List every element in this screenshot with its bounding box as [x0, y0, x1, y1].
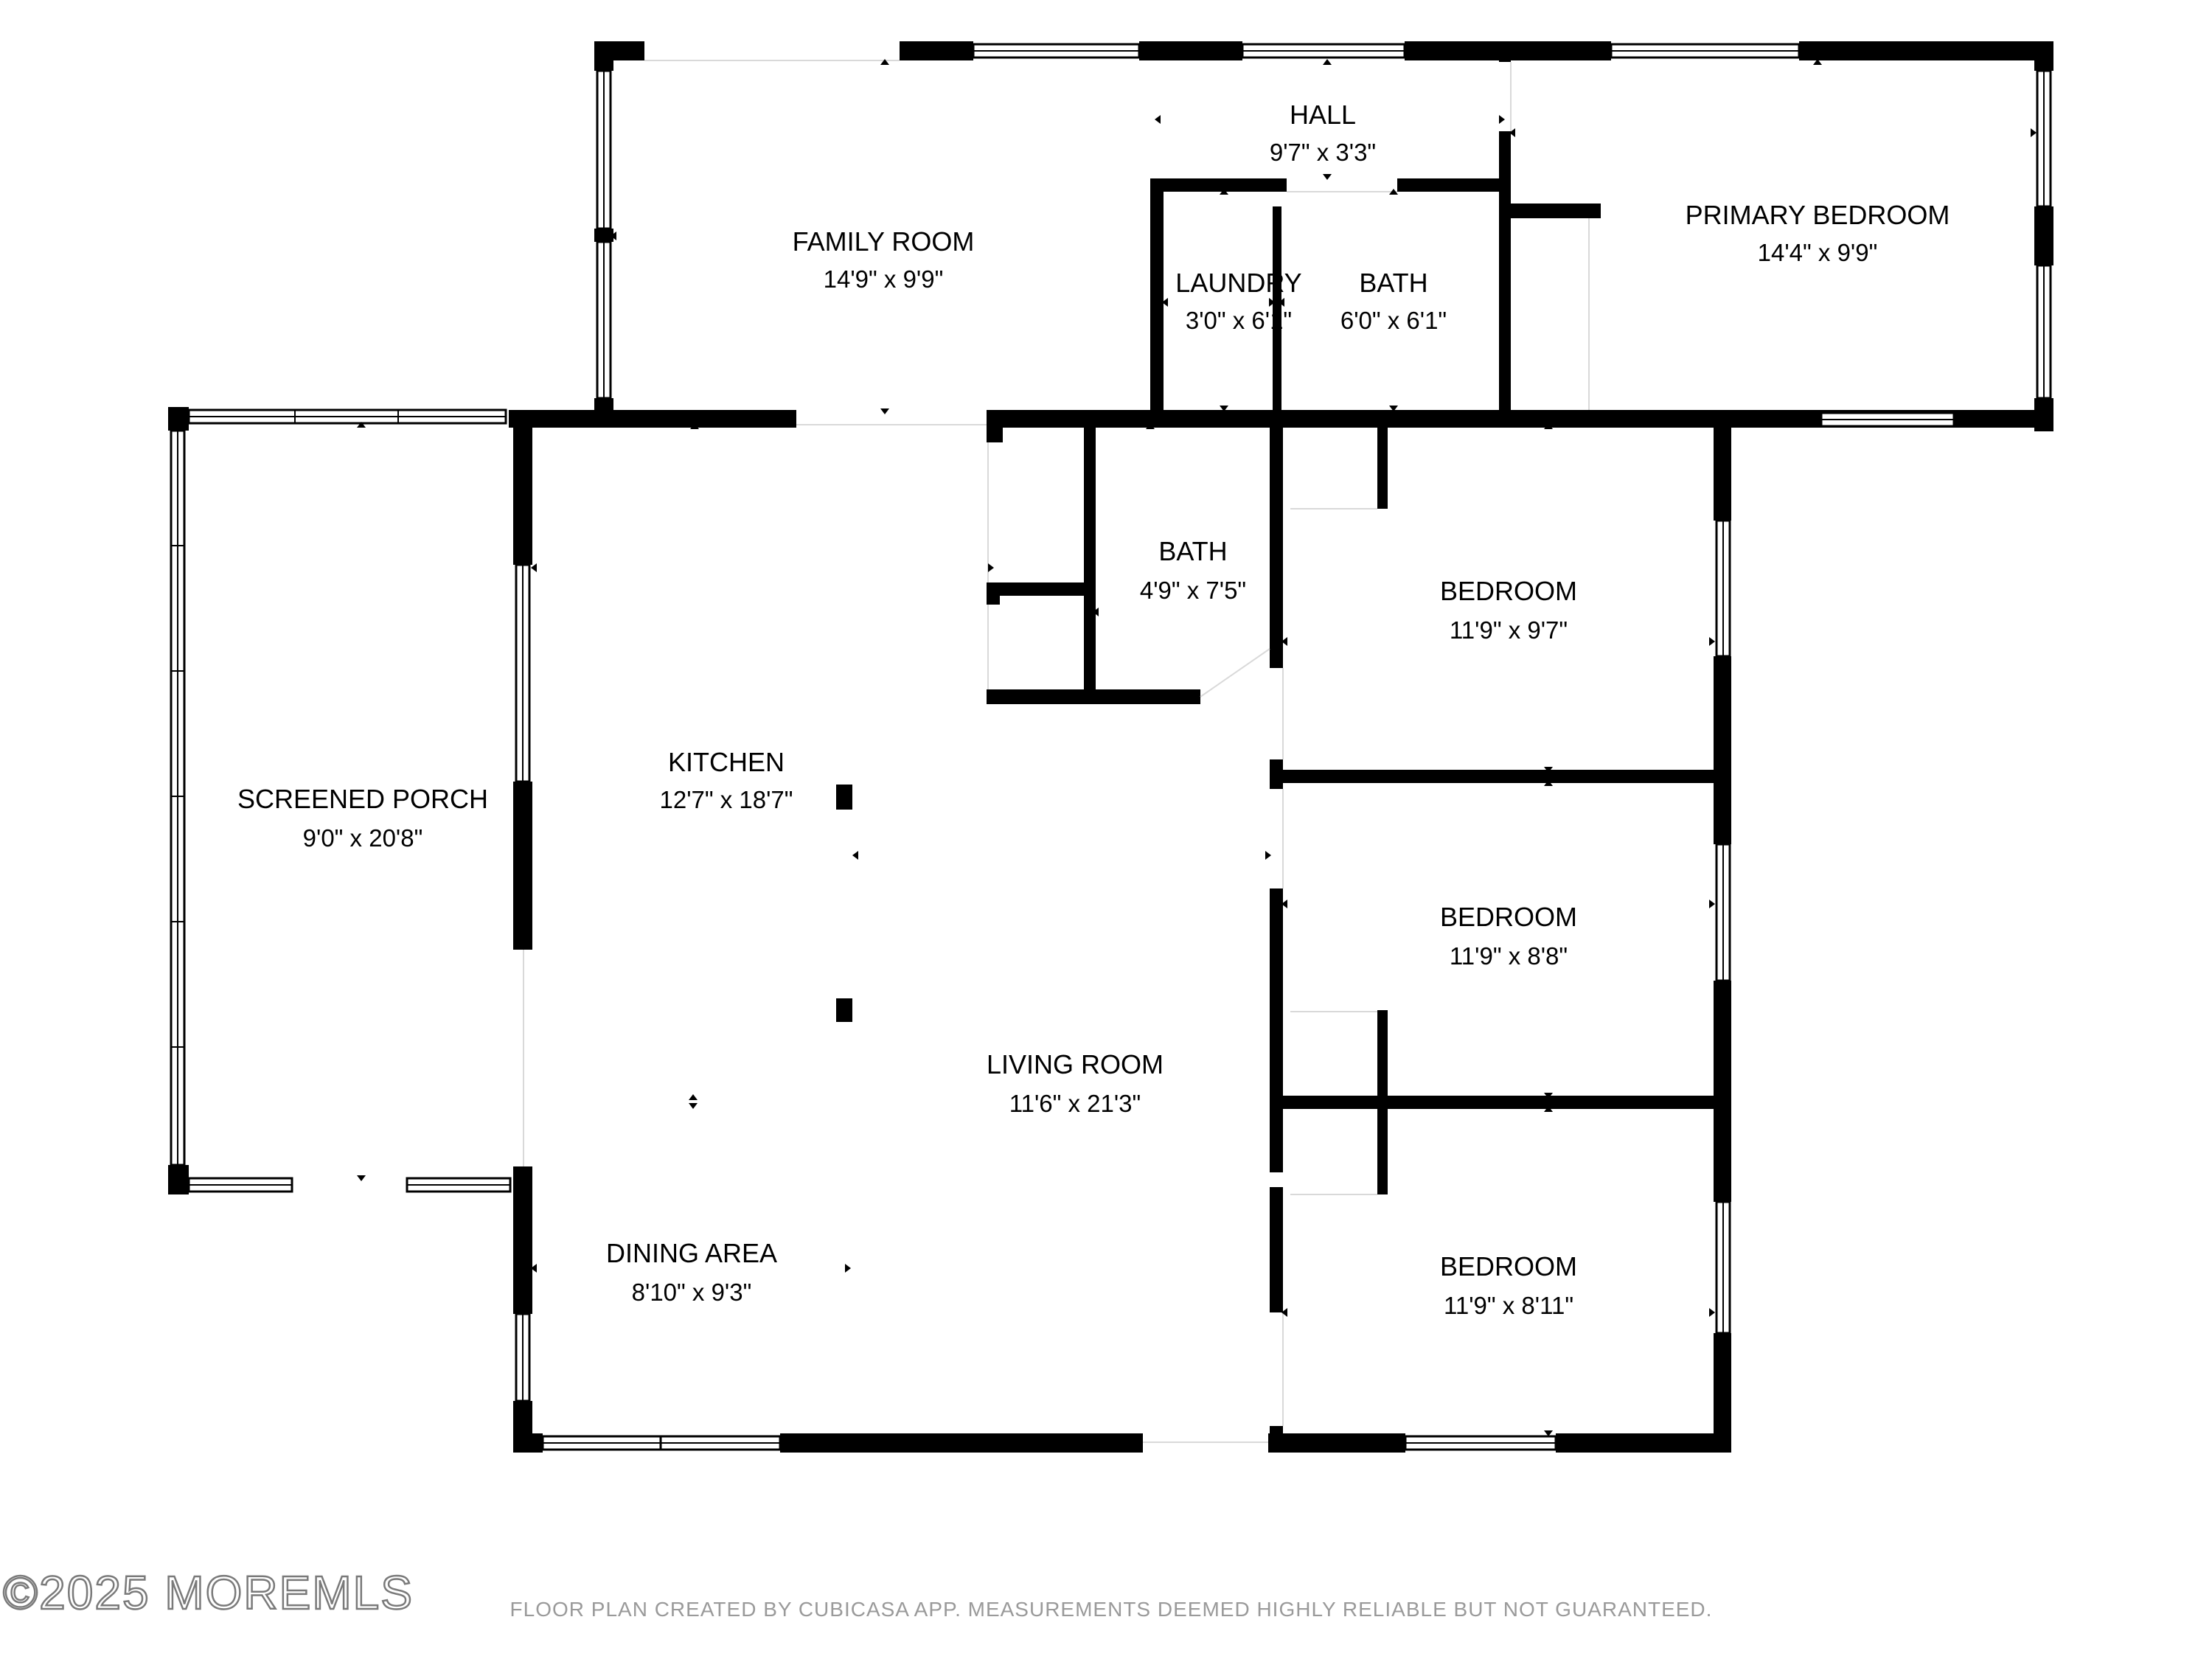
- disclaimer-text: FLOOR PLAN CREATED BY CUBICASA APP. MEAS…: [510, 1598, 1713, 1621]
- room-dims-primary-bedroom: 14'4" x 9'9": [1758, 239, 1878, 266]
- room-dims-hall: 9'7" x 3'3": [1270, 139, 1376, 166]
- room-name-screened-porch: SCREENED PORCH: [237, 784, 488, 814]
- room-dims-family-room: 14'9" x 9'9": [824, 265, 944, 293]
- room-dims-living-room: 11'6" x 21'3": [1009, 1090, 1141, 1117]
- room-name-bedroom-3: BEDROOM: [1440, 1251, 1577, 1281]
- room-labels: FAMILY ROOM 14'9" x 9'9" HALL 9'7" x 3'3…: [237, 100, 1950, 1319]
- room-dims-bedroom-1: 11'9" x 9'7": [1450, 616, 1568, 644]
- copyright-watermark: ©2025 MOREMLS: [3, 1566, 414, 1619]
- room-dims-upper-bath: 6'0" x 6'1": [1340, 307, 1447, 334]
- room-dims-screened-porch: 9'0" x 20'8": [303, 824, 423, 852]
- room-name-lower-bath: BATH: [1158, 536, 1227, 566]
- room-name-bedroom-2: BEDROOM: [1440, 902, 1577, 932]
- room-dims-bedroom-2: 11'9" x 8'8": [1450, 942, 1568, 970]
- room-name-laundry: LAUNDRY: [1175, 268, 1301, 298]
- room-name-upper-bath: BATH: [1359, 268, 1427, 298]
- room-dims-dining-area: 8'10" x 9'3": [632, 1279, 752, 1306]
- room-name-kitchen: KITCHEN: [668, 747, 785, 777]
- room-dims-lower-bath: 4'9" x 7'5": [1140, 577, 1246, 604]
- room-name-hall: HALL: [1290, 100, 1356, 130]
- room-dims-bedroom-3: 11'9" x 8'11": [1444, 1292, 1573, 1319]
- room-dims-laundry: 3'0" x 6'1": [1186, 307, 1292, 334]
- measurement-ticks: [357, 59, 2037, 1436]
- room-name-family-room: FAMILY ROOM: [793, 226, 975, 257]
- room-name-dining-area: DINING AREA: [606, 1238, 777, 1268]
- windows: [170, 43, 2052, 1451]
- room-name-living-room: LIVING ROOM: [987, 1049, 1164, 1079]
- walls: [168, 41, 2053, 1453]
- room-dims-kitchen: 12'7" x 18'7": [660, 786, 793, 813]
- room-name-bedroom-1: BEDROOM: [1440, 576, 1577, 606]
- room-name-primary-bedroom: PRIMARY BEDROOM: [1686, 200, 1950, 230]
- door-openings: [523, 60, 1590, 1443]
